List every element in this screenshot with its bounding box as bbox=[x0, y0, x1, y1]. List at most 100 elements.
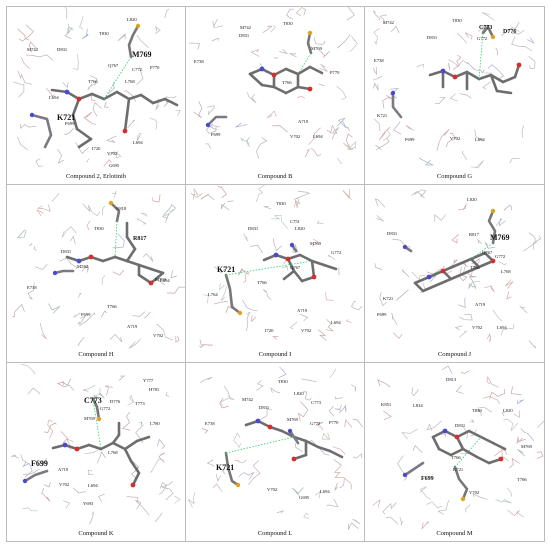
residue-label: K721 bbox=[216, 463, 234, 472]
residue-label: D831 bbox=[427, 35, 438, 40]
residue-label: F699 bbox=[65, 121, 75, 126]
residue-label: A719 bbox=[297, 308, 308, 313]
residue-label: G772 bbox=[100, 406, 111, 411]
panel-caption: Compound L bbox=[257, 530, 293, 537]
residue-label: F699 bbox=[421, 476, 434, 482]
residue-label: K721 bbox=[453, 467, 464, 472]
residue-label: M742 bbox=[77, 264, 89, 269]
residue-label: L694 bbox=[313, 134, 323, 139]
residue-wireframe bbox=[187, 366, 363, 530]
residue-label: L768 bbox=[125, 79, 135, 84]
residue-label: E738 bbox=[374, 58, 384, 63]
residue-label: G772 bbox=[331, 250, 342, 255]
residue-label: L768 bbox=[501, 269, 511, 274]
residue-label: R817 bbox=[133, 236, 146, 242]
residue-label: V702 bbox=[301, 328, 312, 333]
residue-label: N818 bbox=[116, 206, 127, 211]
residue-label: T766 bbox=[470, 265, 480, 270]
residue-label: V702 bbox=[107, 151, 118, 156]
residue-label: C751 bbox=[290, 219, 301, 224]
residue-label: P770 bbox=[329, 420, 339, 425]
panel-caption: Compound B bbox=[257, 173, 293, 180]
ligand-sticks bbox=[22, 397, 151, 488]
docking-pose: N818T830R817D831M742E738M769T766F699A719… bbox=[12, 190, 185, 349]
residue-label: L694 bbox=[88, 483, 98, 488]
residue-label: D776 bbox=[110, 399, 121, 404]
residue-label: L820 bbox=[294, 391, 304, 396]
residue-label: D813 bbox=[446, 377, 457, 382]
residue-label: D831 bbox=[239, 33, 250, 38]
residue-label: T766 bbox=[517, 477, 527, 482]
residue-label: L780 bbox=[150, 421, 160, 426]
ligand-sticks bbox=[402, 428, 507, 502]
residue-label: L820 bbox=[295, 226, 305, 231]
residue-label: D831 bbox=[259, 405, 270, 410]
residue-label: L834 bbox=[413, 403, 423, 408]
residue-label: C773 bbox=[311, 400, 322, 405]
residue-label: M769 bbox=[310, 241, 322, 246]
residue-label: M769 bbox=[132, 50, 152, 59]
residue-label: D831 bbox=[387, 231, 398, 236]
residue-label: L694 bbox=[331, 320, 341, 325]
residue-label: L820 bbox=[127, 17, 137, 22]
residue-label: Q767 bbox=[108, 63, 119, 68]
residue-label: T766 bbox=[451, 455, 461, 460]
residue-label: L820 bbox=[467, 197, 477, 202]
residue-label: A719 bbox=[475, 302, 486, 307]
ligand-sticks bbox=[52, 200, 165, 286]
residue-label: D776 bbox=[503, 29, 516, 35]
residue-label: K721 bbox=[383, 296, 394, 301]
residue-label: K721 bbox=[217, 265, 235, 274]
residue-label: V702 bbox=[267, 487, 278, 492]
ligand-sticks bbox=[224, 242, 338, 316]
residue-label: H781 bbox=[149, 387, 160, 392]
residue-label: T830 bbox=[94, 226, 104, 231]
residue-label: T830 bbox=[283, 21, 293, 26]
residue-label: L820 bbox=[503, 408, 513, 413]
residue-label: G695 bbox=[299, 495, 310, 500]
residue-label: E738 bbox=[27, 285, 37, 290]
residue-label: P770 bbox=[150, 65, 160, 70]
residue-label: C772 bbox=[132, 67, 143, 72]
residue-label: M769 bbox=[311, 46, 323, 51]
residue-wireframe bbox=[12, 190, 185, 349]
residue-label: G772 bbox=[495, 254, 506, 259]
ligand-sticks bbox=[224, 418, 344, 488]
residue-label: L694 bbox=[133, 140, 143, 145]
residue-label: D831 bbox=[248, 226, 259, 231]
residue-label: M742 bbox=[240, 25, 252, 30]
residue-wireframe bbox=[189, 7, 358, 164]
residue-label: Y777 bbox=[143, 378, 154, 383]
residue-label: L694 bbox=[49, 95, 59, 100]
panel-caption: Compound K bbox=[78, 530, 114, 537]
residue-label: F699 bbox=[377, 312, 387, 317]
residue-label: K721 bbox=[377, 113, 388, 118]
residue-label: T766 bbox=[282, 80, 292, 85]
residue-label: M769 bbox=[155, 277, 167, 282]
residue-label: V702 bbox=[290, 134, 301, 139]
residue-label: L694 bbox=[320, 489, 330, 494]
residue-label: L768 bbox=[108, 450, 118, 455]
residue-label: L694 bbox=[497, 325, 507, 330]
residue-label: M769 bbox=[287, 417, 299, 422]
residue-wireframe bbox=[372, 365, 544, 530]
residue-wireframe bbox=[372, 9, 536, 169]
residue-label: R817 bbox=[469, 232, 480, 237]
residue-label: F699 bbox=[31, 459, 48, 468]
residue-label: M742 bbox=[27, 47, 39, 52]
residue-label: T830 bbox=[99, 31, 109, 36]
residue-label: T773 bbox=[135, 401, 145, 406]
residue-label: Q767 bbox=[482, 250, 493, 255]
residue-label: A719 bbox=[58, 467, 69, 472]
residue-label: G772 bbox=[477, 36, 488, 41]
ligand-sticks bbox=[29, 23, 179, 149]
residue-label: I720 bbox=[92, 146, 101, 151]
